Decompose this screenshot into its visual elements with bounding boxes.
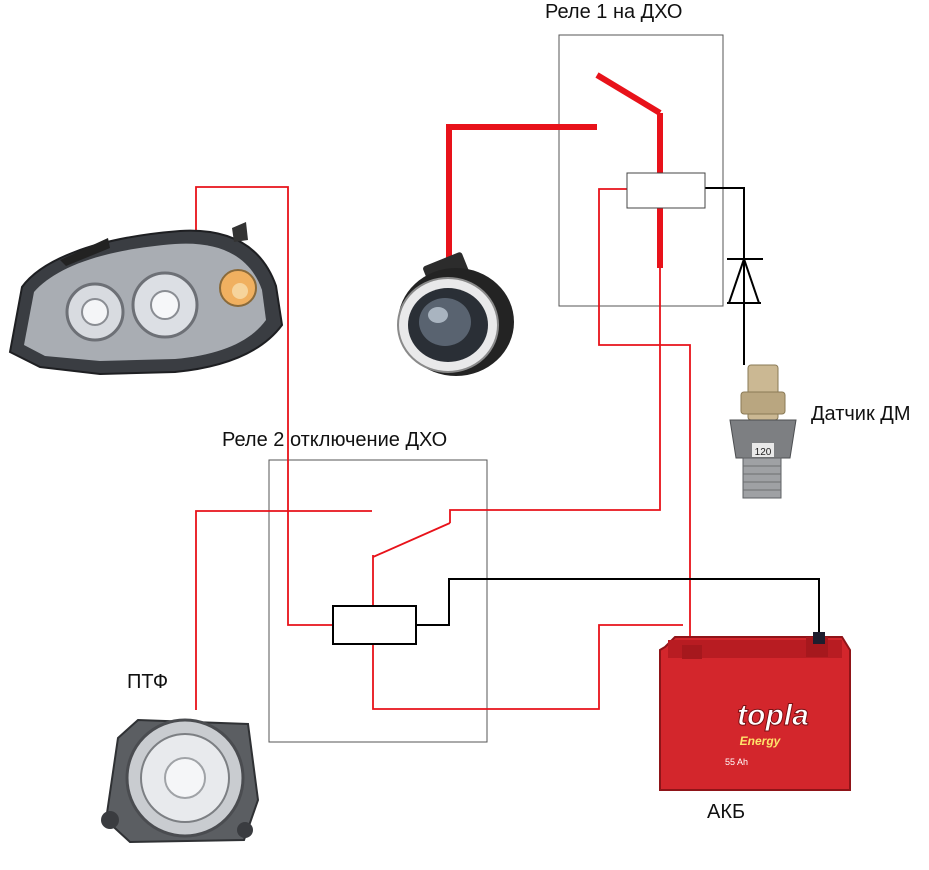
relay1-label: Реле 1 на ДХО xyxy=(545,1,682,23)
wire-relay2-battery xyxy=(372,555,683,710)
relay2-box xyxy=(268,459,488,743)
oil-pressure-sensor-icon: 120 xyxy=(729,364,797,499)
relay1-box xyxy=(558,34,724,307)
wire-relay1-sensor xyxy=(705,187,745,365)
battery-icon: topla Energy 55 Ah xyxy=(659,632,851,791)
fog-lamp-label: ПТФ xyxy=(127,671,168,693)
wire-relay2-battery-minus xyxy=(416,578,820,643)
fog-lamp-icon xyxy=(101,718,260,844)
relay2-switch-blade xyxy=(372,522,451,558)
relay1-coil xyxy=(626,172,706,209)
black-wires xyxy=(416,187,820,643)
diode-icon xyxy=(727,255,763,304)
sensor-marking: 120 xyxy=(755,447,772,458)
headlight-icon xyxy=(8,222,284,376)
drl-lamp-icon xyxy=(397,252,514,376)
relay1-switch-blade xyxy=(595,72,662,116)
relay2-coil xyxy=(332,605,417,645)
wire-fog-contact xyxy=(195,510,372,710)
wire-drl-lamp xyxy=(446,124,597,262)
thin-red-wires xyxy=(195,186,691,710)
battery-brand: topla xyxy=(737,699,809,732)
battery-capacity: 55 Ah xyxy=(725,757,748,767)
battery-label: АКБ xyxy=(707,801,745,823)
thick-red-wires xyxy=(446,72,663,268)
wire-relay1-coil-battery xyxy=(598,188,691,655)
battery-sub: Energy xyxy=(740,734,782,748)
sensor-label: Датчик ДМ xyxy=(811,403,911,425)
wire-relay1-relay2 xyxy=(449,265,661,523)
relay2-label: Реле 2 отключение ДХО xyxy=(222,429,447,451)
wire-headlight-coil xyxy=(195,186,333,626)
